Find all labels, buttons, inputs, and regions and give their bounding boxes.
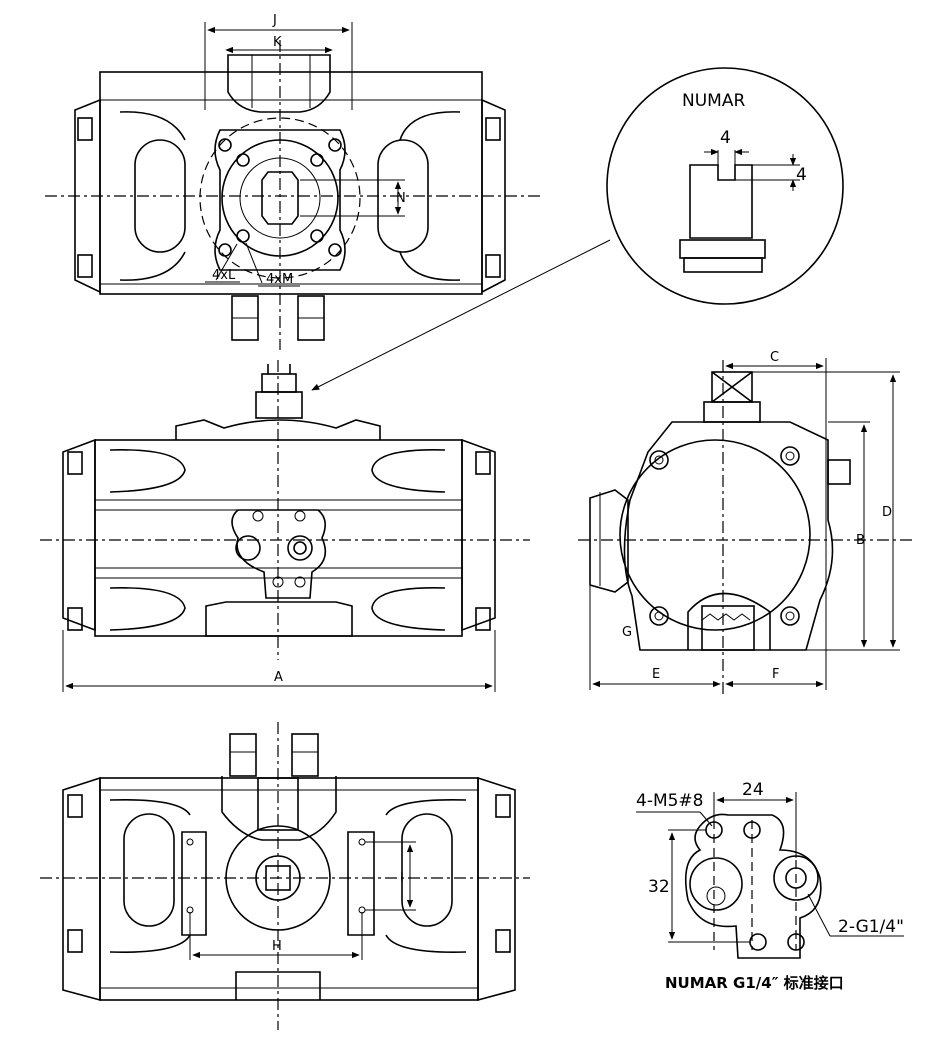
front-view: A bbox=[40, 360, 530, 692]
dim-k-label: K bbox=[273, 35, 282, 50]
detail-slot-width: 4 bbox=[720, 128, 731, 148]
dim-d-label: D bbox=[882, 505, 892, 520]
port-spacing-y: 32 bbox=[648, 877, 670, 897]
namur-detail: NUMAR 4 4 bbox=[311, 67, 844, 391]
dim-a-label: A bbox=[274, 670, 283, 685]
detail-title: NUMAR bbox=[682, 91, 745, 111]
dim-n-label: N bbox=[396, 191, 406, 206]
port-thread-spec: 2-G1/4" bbox=[838, 917, 904, 937]
dim-f-label: F bbox=[772, 667, 779, 682]
port-screw-spec: 4-M5#8 bbox=[636, 791, 704, 811]
side-view: C D B E F G bbox=[578, 350, 916, 695]
dim-l-label: 4xL bbox=[212, 268, 236, 283]
port-caption: NUMAR G1/4″ 标准接口 bbox=[665, 974, 844, 992]
namur-port-detail: 24 32 4-M5#8 2-G1/4" NUMAR G1/4″ 标准接口 bbox=[636, 780, 904, 992]
detail-slot-depth: 4 bbox=[796, 165, 807, 185]
dim-h-label: H bbox=[272, 939, 282, 954]
dim-m-label: 4xM bbox=[266, 272, 293, 287]
dim-i-label: I bbox=[400, 871, 404, 886]
dim-b-label: B bbox=[856, 533, 865, 548]
dim-e-label: E bbox=[652, 667, 660, 682]
dim-j-label: J bbox=[272, 13, 277, 28]
bottom-view: H I bbox=[40, 722, 530, 1030]
top-view: J K N 4xL 4xM bbox=[45, 13, 540, 350]
dim-c-label: C bbox=[770, 350, 779, 365]
port-spacing-x: 24 bbox=[742, 780, 764, 800]
dim-g-label: G bbox=[622, 625, 632, 640]
